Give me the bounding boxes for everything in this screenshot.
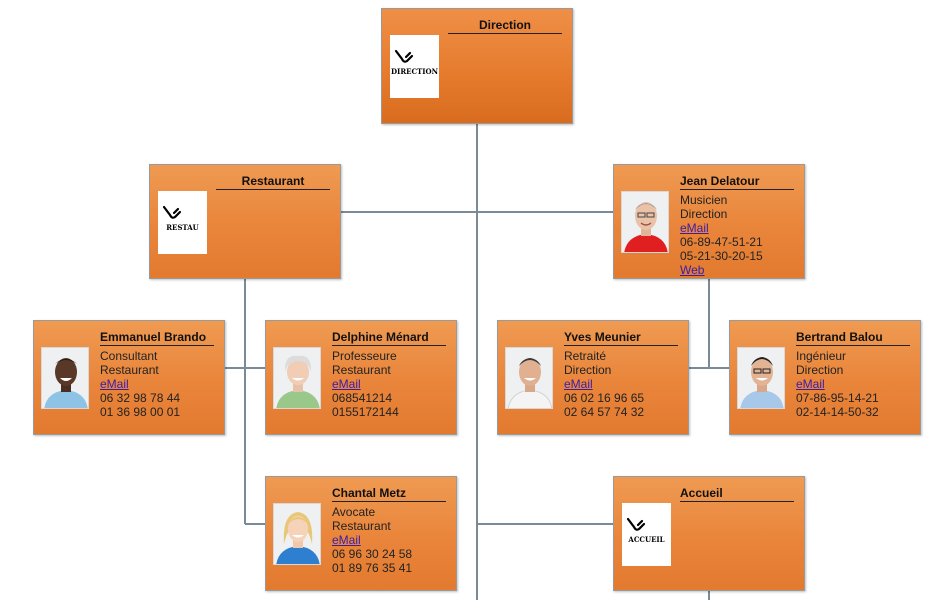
person-avatar-icon <box>274 348 320 408</box>
chantal-metz-phone2: 01 89 76 35 41 <box>332 561 413 575</box>
delphine-menard-photo <box>273 347 321 409</box>
delphine-menard-name: Delphine Ménard <box>332 330 446 346</box>
jean-delatour-name: Jean Delatour <box>680 174 794 190</box>
direction-logo: DIRECTION <box>390 35 439 98</box>
chantal-metz-name: Chantal Metz <box>332 486 446 502</box>
node-delphine-menard[interactable]: Delphine Ménard Professeure Restaurant e… <box>265 320 457 435</box>
person-avatar-icon <box>42 348 88 408</box>
accueil-title: Accueil <box>680 486 794 502</box>
node-direction[interactable]: DIRECTION Direction <box>381 8 573 124</box>
emmanuel-brando-photo <box>41 347 89 409</box>
delphine-menard-phone1: 068541214 <box>332 391 393 405</box>
yves-meunier-phone1: 06 02 16 96 65 <box>564 391 645 405</box>
emmanuel-brando-phone1: 06 32 98 78 44 <box>100 391 181 405</box>
yves-meunier-role: Retraité <box>564 349 607 363</box>
yves-meunier-dept: Direction <box>564 363 612 377</box>
saxophone-icon <box>162 205 182 219</box>
emmanuel-brando-role: Consultant <box>100 349 158 363</box>
bertrand-balou-photo <box>737 347 785 409</box>
delphine-menard-phone2: 0155172144 <box>332 405 399 419</box>
node-emmanuel-brando[interactable]: Emmanuel Brando Consultant Restaurant eM… <box>33 320 225 435</box>
person-avatar-icon <box>506 348 552 408</box>
node-restaurant[interactable]: RESTAU Restaurant <box>149 164 341 279</box>
node-yves-meunier[interactable]: Yves Meunier Retraité Direction eMail 06… <box>497 320 689 435</box>
person-avatar-icon <box>274 504 320 564</box>
person-avatar-icon <box>738 348 784 408</box>
yves-meunier-phone2: 02 64 57 74 32 <box>564 405 645 419</box>
restaurant-title: Restaurant <box>216 174 330 190</box>
bertrand-balou-email-link[interactable]: eMail <box>796 377 825 391</box>
emmanuel-brando-phone2: 01 36 98 00 01 <box>100 405 181 419</box>
person-avatar-icon <box>622 192 668 252</box>
saxophone-icon <box>626 517 646 531</box>
jean-delatour-dept: Direction <box>680 207 728 221</box>
delphine-menard-role: Professeure <box>332 349 397 363</box>
node-jean-delatour[interactable]: Jean Delatour Musicien Direction eMail 0… <box>613 164 805 279</box>
yves-meunier-email-link[interactable]: eMail <box>564 377 593 391</box>
jean-delatour-web-link[interactable]: Web <box>680 263 705 277</box>
bertrand-balou-role: Ingénieur <box>796 349 847 363</box>
yves-meunier-name: Yves Meunier <box>564 330 678 346</box>
yves-meunier-photo <box>505 347 553 409</box>
chantal-metz-photo <box>273 503 321 565</box>
delphine-menard-dept: Restaurant <box>332 363 391 377</box>
chantal-metz-email-link[interactable]: eMail <box>332 533 361 547</box>
bertrand-balou-phone2: 02-14-14-50-32 <box>796 405 879 419</box>
restaurant-logo-text: RESTAU <box>166 223 199 232</box>
jean-delatour-phone1: 06-89-47-51-21 <box>680 235 763 249</box>
emmanuel-brando-email-link[interactable]: eMail <box>100 377 129 391</box>
delphine-menard-email-link[interactable]: eMail <box>332 377 361 391</box>
direction-title: Direction <box>448 18 562 34</box>
accueil-logo-text: ACCUEIL <box>628 535 665 544</box>
saxophone-icon <box>394 49 414 63</box>
accueil-logo: ACCUEIL <box>622 503 671 566</box>
bertrand-balou-name: Bertrand Balou <box>796 330 910 346</box>
emmanuel-brando-name: Emmanuel Brando <box>100 330 214 346</box>
chantal-metz-role: Avocate <box>332 505 376 519</box>
emmanuel-brando-dept: Restaurant <box>100 363 159 377</box>
node-bertrand-balou[interactable]: Bertrand Balou Ingénieur Direction eMail… <box>729 320 921 435</box>
chantal-metz-dept: Restaurant <box>332 519 391 533</box>
jean-delatour-photo <box>621 191 669 253</box>
jean-delatour-role: Musicien <box>680 193 728 207</box>
jean-delatour-phone2: 05-21-30-20-15 <box>680 249 763 263</box>
jean-delatour-email-link[interactable]: eMail <box>680 221 709 235</box>
bertrand-balou-dept: Direction <box>796 363 844 377</box>
direction-logo-text: DIRECTION <box>390 67 439 76</box>
node-chantal-metz[interactable]: Chantal Metz Avocate Restaurant eMail 06… <box>265 476 457 591</box>
bertrand-balou-phone1: 07-86-95-14-21 <box>796 391 879 405</box>
chantal-metz-phone1: 06 96 30 24 58 <box>332 547 413 561</box>
restaurant-logo: RESTAU <box>158 191 207 254</box>
node-accueil[interactable]: ACCUEIL Accueil <box>613 476 805 591</box>
